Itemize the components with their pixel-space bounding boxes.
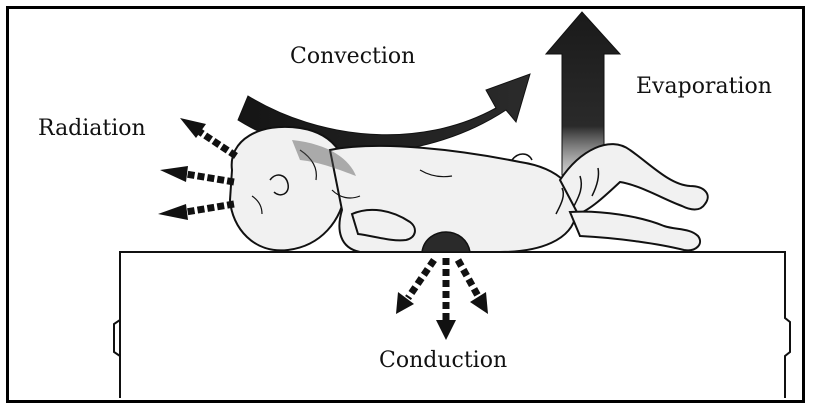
label-evaporation: Evaporation	[636, 76, 772, 98]
label-conduction: Conduction	[379, 350, 507, 372]
label-convection: Convection	[290, 46, 415, 68]
infant-illustration	[230, 127, 708, 252]
radiation-arrows	[158, 118, 236, 220]
label-radiation: Radiation	[38, 118, 146, 140]
